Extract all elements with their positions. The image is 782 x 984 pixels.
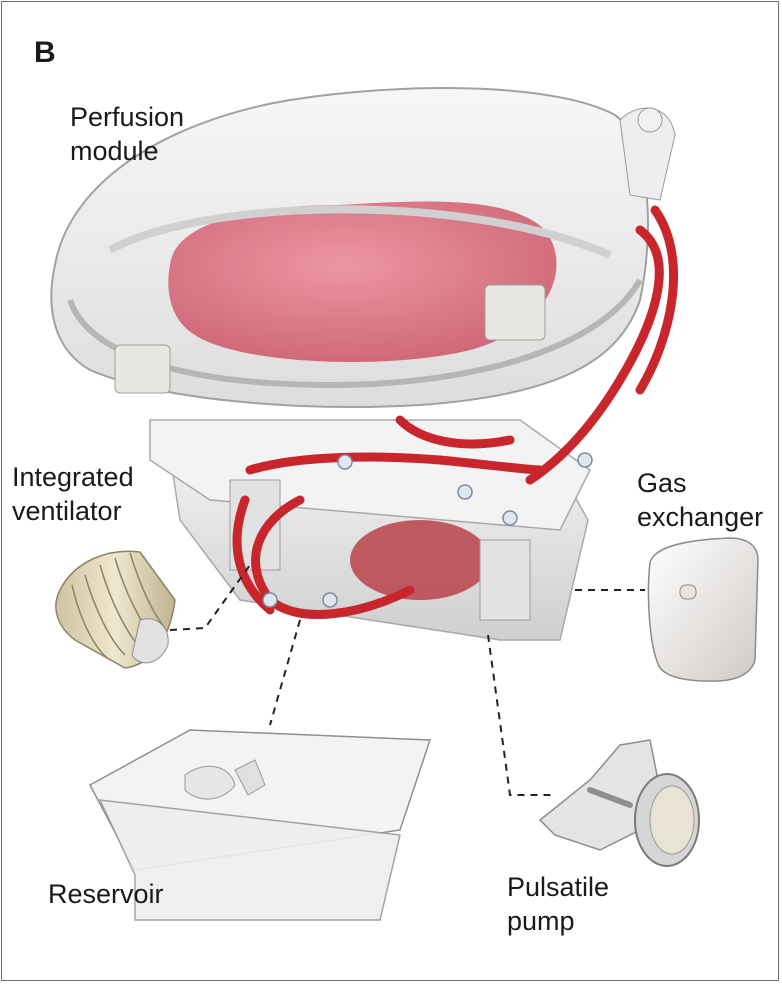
panel-label: B (34, 36, 56, 70)
pulsatile-pump-component (540, 740, 699, 866)
pulsatile-pump-label: Pulsatile pump (507, 870, 609, 938)
perfusion-module-label: Perfusion module (70, 100, 184, 168)
integrated-ventilator-label: Integrated ventilator (12, 460, 134, 528)
gas-exchanger-label: Gas exchanger (637, 466, 763, 534)
reservoir-label: Reservoir (48, 877, 164, 911)
ventilator-component (56, 551, 175, 668)
gas-exchanger-component (648, 538, 758, 681)
